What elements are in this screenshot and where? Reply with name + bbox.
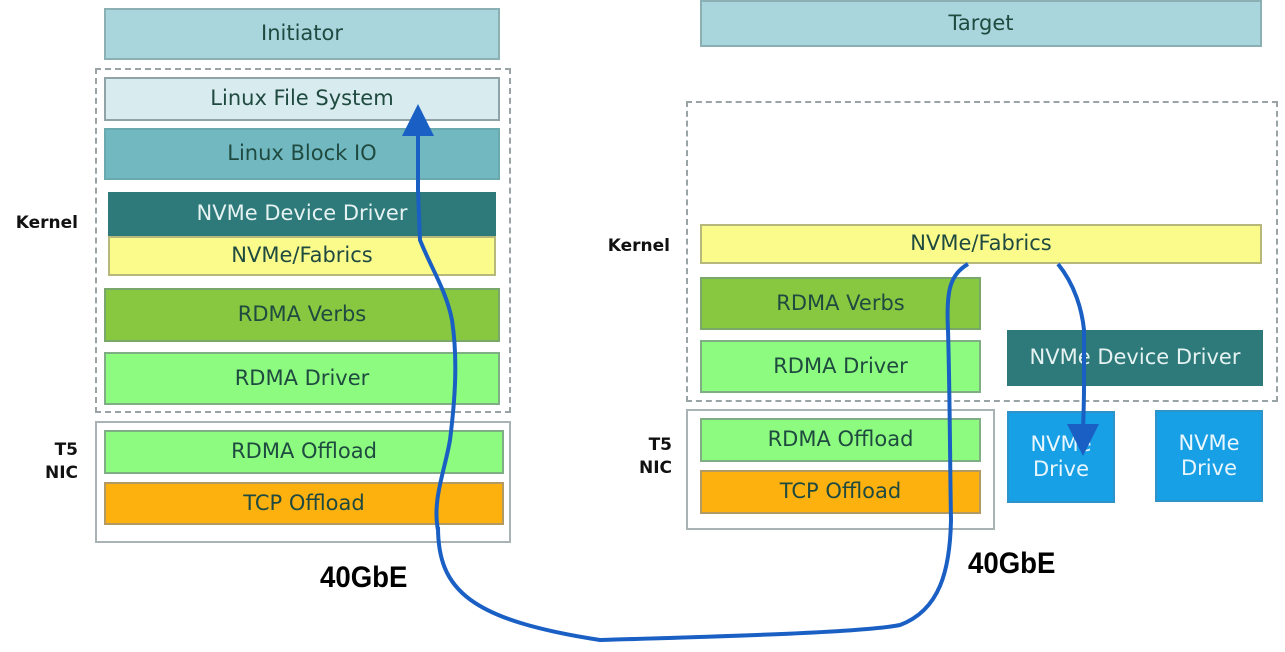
initiator-rdma-verbs: RDMA Verbs — [104, 288, 500, 342]
initiator-kernel-label: Kernel — [15, 213, 78, 233]
network-link-40gbe — [436, 519, 953, 643]
target-nvme-fabrics: NVMe/Fabrics — [700, 224, 1262, 264]
initiator-kernel-frame — [95, 68, 511, 413]
target-header: Target — [700, 0, 1262, 47]
target-link-speed: 40GbE — [968, 547, 1056, 580]
target-rdma-verbs: RDMA Verbs — [700, 277, 981, 330]
initiator-rdma-driver: RDMA Driver — [104, 352, 500, 405]
initiator-linux-block-io: Linux Block IO — [104, 128, 500, 180]
initiator-nvme-fabrics: NVMe/Fabrics — [108, 236, 496, 276]
initiator-nic-label: T5 NIC — [44, 440, 78, 483]
initiator-linux-file-system: Linux File System — [104, 77, 500, 121]
target-rdma-offload: RDMA Offload — [700, 418, 981, 462]
target-title: Target — [948, 10, 1014, 35]
target-nvme-drive-2: NVMe Drive — [1155, 410, 1263, 502]
initiator-title: Initiator — [261, 21, 343, 46]
initiator-header: Initiator — [104, 8, 500, 60]
initiator-nic-frame — [95, 421, 511, 543]
initiator-link-speed: 40GbE — [320, 561, 408, 594]
initiator-tcp-offload: TCP Offload — [104, 482, 504, 525]
target-kernel-label: Kernel — [607, 236, 670, 256]
target-tcp-offload: TCP Offload — [700, 470, 981, 514]
target-rdma-driver: RDMA Driver — [700, 340, 981, 393]
target-nvme-device-driver: NVMe Device Driver — [1007, 330, 1263, 386]
target-nic-label: T5 NIC — [638, 435, 672, 478]
target-nvme-drive-1: NVMe Drive — [1007, 411, 1115, 503]
initiator-rdma-offload: RDMA Offload — [104, 430, 504, 474]
target-kernel-frame — [686, 101, 1278, 402]
initiator-nvme-device-driver: NVMe Device Driver — [108, 192, 496, 236]
